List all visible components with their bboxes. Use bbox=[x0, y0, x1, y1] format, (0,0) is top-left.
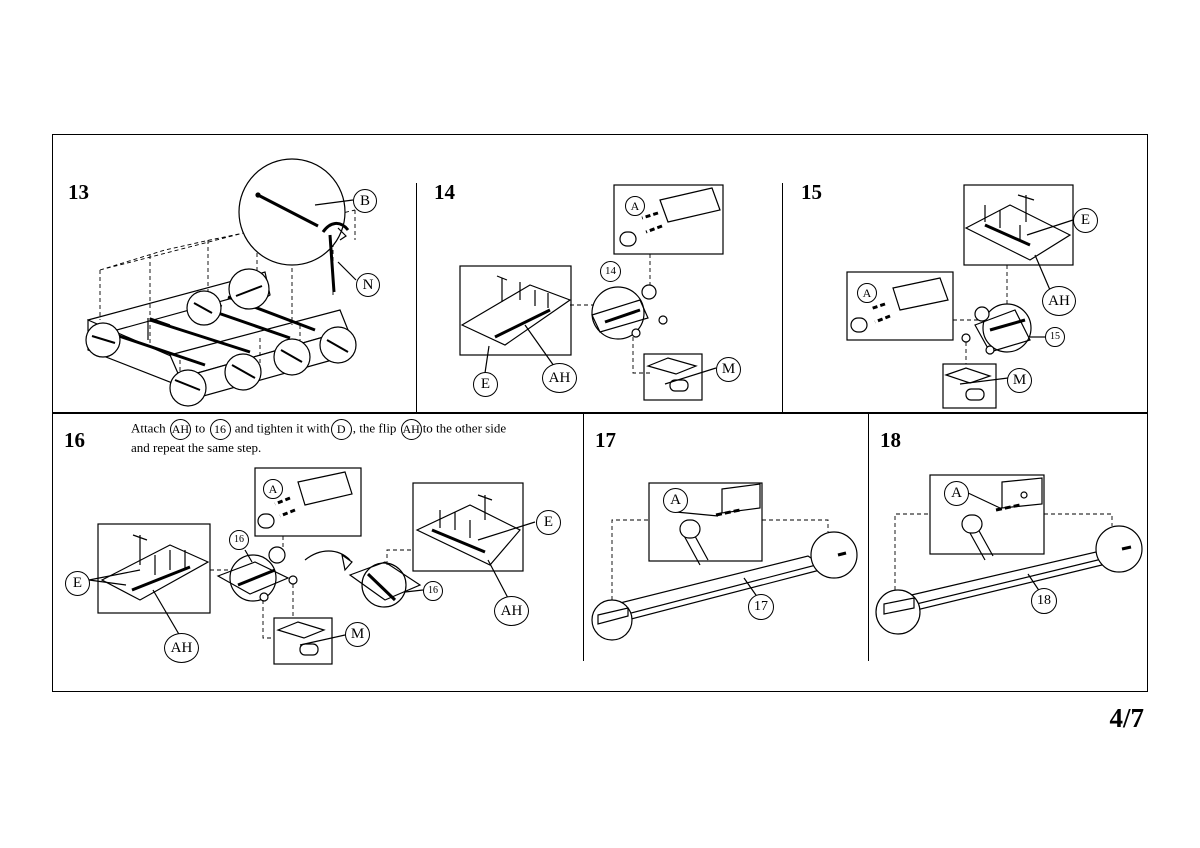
callout-m: M bbox=[716, 357, 741, 382]
callout-e-flipped: E bbox=[536, 510, 561, 535]
row-divider bbox=[52, 412, 1148, 414]
callout-ah: AH bbox=[1042, 286, 1076, 316]
callout-a: A bbox=[663, 488, 688, 513]
callout-18: 18 bbox=[1031, 588, 1057, 614]
callout-17: 17 bbox=[748, 594, 774, 620]
callout-n: N bbox=[356, 273, 380, 297]
callout-a: A bbox=[944, 481, 969, 506]
instruction-line-2: and repeat the same step. bbox=[131, 440, 262, 455]
step-13-number: 13 bbox=[68, 180, 89, 204]
callout-e: E bbox=[473, 372, 498, 397]
callout-b: B bbox=[353, 189, 377, 213]
callout-a: A bbox=[625, 196, 645, 216]
panel-divider-16-17 bbox=[583, 413, 584, 661]
step-17-number: 17 bbox=[595, 428, 616, 452]
callout-15: 15 bbox=[1045, 327, 1065, 347]
panel-divider-14-15 bbox=[782, 183, 783, 412]
panel-divider-13-14 bbox=[416, 183, 417, 412]
inline-callout-ah: AH bbox=[169, 419, 191, 440]
step-16-number: 16 bbox=[64, 428, 85, 452]
inline-callout-d: D bbox=[330, 419, 352, 440]
inline-callout-16: 16 bbox=[209, 419, 231, 440]
panel-divider-17-18 bbox=[868, 413, 869, 661]
callout-e: E bbox=[65, 571, 90, 596]
step-15-number: 15 bbox=[801, 180, 822, 204]
callout-16-flipped: 16 bbox=[423, 581, 443, 601]
callout-m: M bbox=[345, 622, 370, 647]
callout-16: 16 bbox=[229, 530, 249, 550]
step-14-number: 14 bbox=[434, 180, 455, 204]
step-18-number: 18 bbox=[880, 428, 901, 452]
page-number: 4/7 bbox=[1109, 703, 1144, 733]
callout-14: 14 bbox=[600, 261, 621, 282]
callout-ah: AH bbox=[164, 633, 199, 663]
inline-callout-ah-2: AH bbox=[400, 419, 422, 440]
callout-ah-flipped: AH bbox=[494, 596, 529, 626]
callout-m: M bbox=[1007, 368, 1032, 393]
callout-e: E bbox=[1073, 208, 1098, 233]
callout-a: A bbox=[857, 283, 877, 303]
callout-ah: AH bbox=[542, 363, 577, 393]
callout-a: A bbox=[263, 479, 283, 499]
